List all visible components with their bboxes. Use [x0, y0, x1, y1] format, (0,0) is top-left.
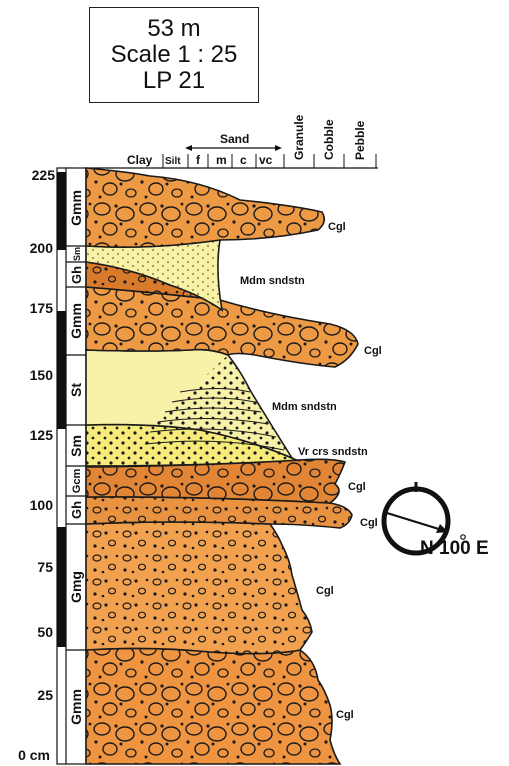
litho-label-cgl-5: Cgl	[316, 585, 334, 597]
litho-label-mdm-1: Mdm sndstn	[240, 275, 305, 287]
facies-gcm: Gcm	[71, 469, 83, 494]
grain-c: c	[240, 153, 247, 167]
grain-cobble: Cobble	[322, 119, 336, 160]
depth-tick-125: 125	[30, 427, 54, 443]
depth-tick-200: 200	[30, 240, 54, 256]
grain-f: f	[196, 153, 201, 167]
depth-tick-150: 150	[30, 367, 54, 383]
grain-pebble: Pebble	[353, 120, 367, 160]
facies-sm: Sm	[68, 435, 84, 457]
arrow-left-head	[185, 145, 192, 151]
compass-icon: N 100 E	[384, 482, 489, 559]
facies-sm-thin: Sm	[72, 247, 82, 261]
facies-gmg: Gmg	[68, 571, 84, 603]
lithology-column	[86, 168, 358, 764]
grain-granule: Granule	[292, 114, 306, 160]
depth-tick-100: 100	[30, 497, 54, 513]
arrow-right-head	[275, 145, 282, 151]
depth-tick-175: 175	[30, 300, 54, 316]
depth-tick-0: 0 cm	[18, 747, 50, 763]
depth-tick-225: 225	[32, 167, 56, 183]
depth-tick-75: 75	[37, 559, 53, 575]
depth-tick-50: 50	[37, 624, 53, 640]
grain-clay: Clay	[127, 153, 153, 167]
grain-size-scale: Sand Clay Silt f m c vc Granule Cobble P…	[86, 114, 378, 168]
litho-label-cgl-1: Cgl	[328, 221, 346, 233]
litho-label-cgl-6: Cgl	[336, 709, 354, 721]
litho-label-vrcrs: Vr crs sndstn	[298, 446, 368, 458]
litho-label-mdm-2: Mdm sndstn	[272, 401, 337, 413]
grain-silt: Silt	[165, 156, 181, 167]
sand-label: Sand	[220, 132, 249, 146]
facies-gh-lower: Gh	[69, 501, 84, 519]
compass-label: N 100 E	[420, 538, 489, 559]
litho-label-cgl-3: Cgl	[348, 481, 366, 493]
facies-gmm-base: Gmm	[68, 689, 84, 725]
depth-tick-25: 25	[37, 687, 53, 703]
grain-vc: vc	[259, 153, 273, 167]
facies-gmm-upper: Gmm	[68, 303, 84, 339]
litho-label-cgl-4: Cgl	[360, 517, 378, 529]
grain-m: m	[216, 153, 227, 167]
facies-gmm-top: Gmm	[68, 190, 84, 226]
litho-label-cgl-2: Cgl	[364, 345, 382, 357]
facies-st: St	[68, 383, 84, 397]
facies-gh-upper: Gh	[69, 266, 84, 284]
